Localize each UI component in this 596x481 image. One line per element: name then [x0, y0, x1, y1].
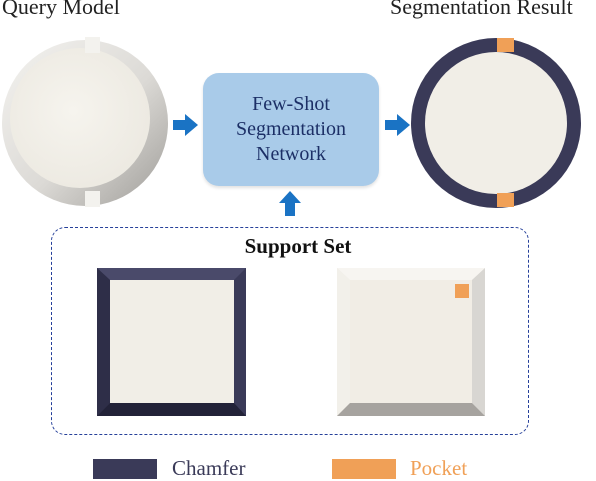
legend-swatch-chamfer	[93, 459, 157, 479]
arrow-network-to-result	[385, 114, 410, 136]
result-pocket-bottom	[497, 193, 514, 207]
query-bottom-notch	[85, 191, 100, 207]
segmentation-result-title: Segmentation Result	[390, 0, 573, 19]
support-set-container	[51, 227, 529, 435]
legend-label-pocket: Pocket	[410, 456, 468, 480]
legend-swatch-pocket	[332, 459, 396, 479]
result-face	[425, 52, 567, 194]
legend-label-chamfer: Chamfer	[172, 456, 246, 480]
support-set-title: Support Set	[244, 234, 352, 258]
arrow-support-to-network	[279, 191, 301, 216]
network-label-line-2: Segmentation	[236, 118, 346, 140]
query-top-notch	[85, 37, 100, 53]
arrow-query-to-network	[173, 114, 198, 136]
network-label-line-1: Few-Shot	[252, 93, 330, 115]
result-pocket-top	[497, 38, 514, 52]
query-model	[2, 37, 168, 207]
network-label-line-3: Network	[256, 143, 326, 165]
few-shot-segmentation-network-box: Few-Shot Segmentation Network	[203, 73, 379, 186]
query-model-face	[10, 48, 150, 188]
segmentation-result	[411, 38, 581, 208]
query-model-title: Query Model	[2, 0, 120, 19]
support-sample-chamfer	[97, 268, 246, 416]
support-sample-pocket	[337, 268, 485, 416]
support-pocket-marker	[455, 284, 469, 298]
